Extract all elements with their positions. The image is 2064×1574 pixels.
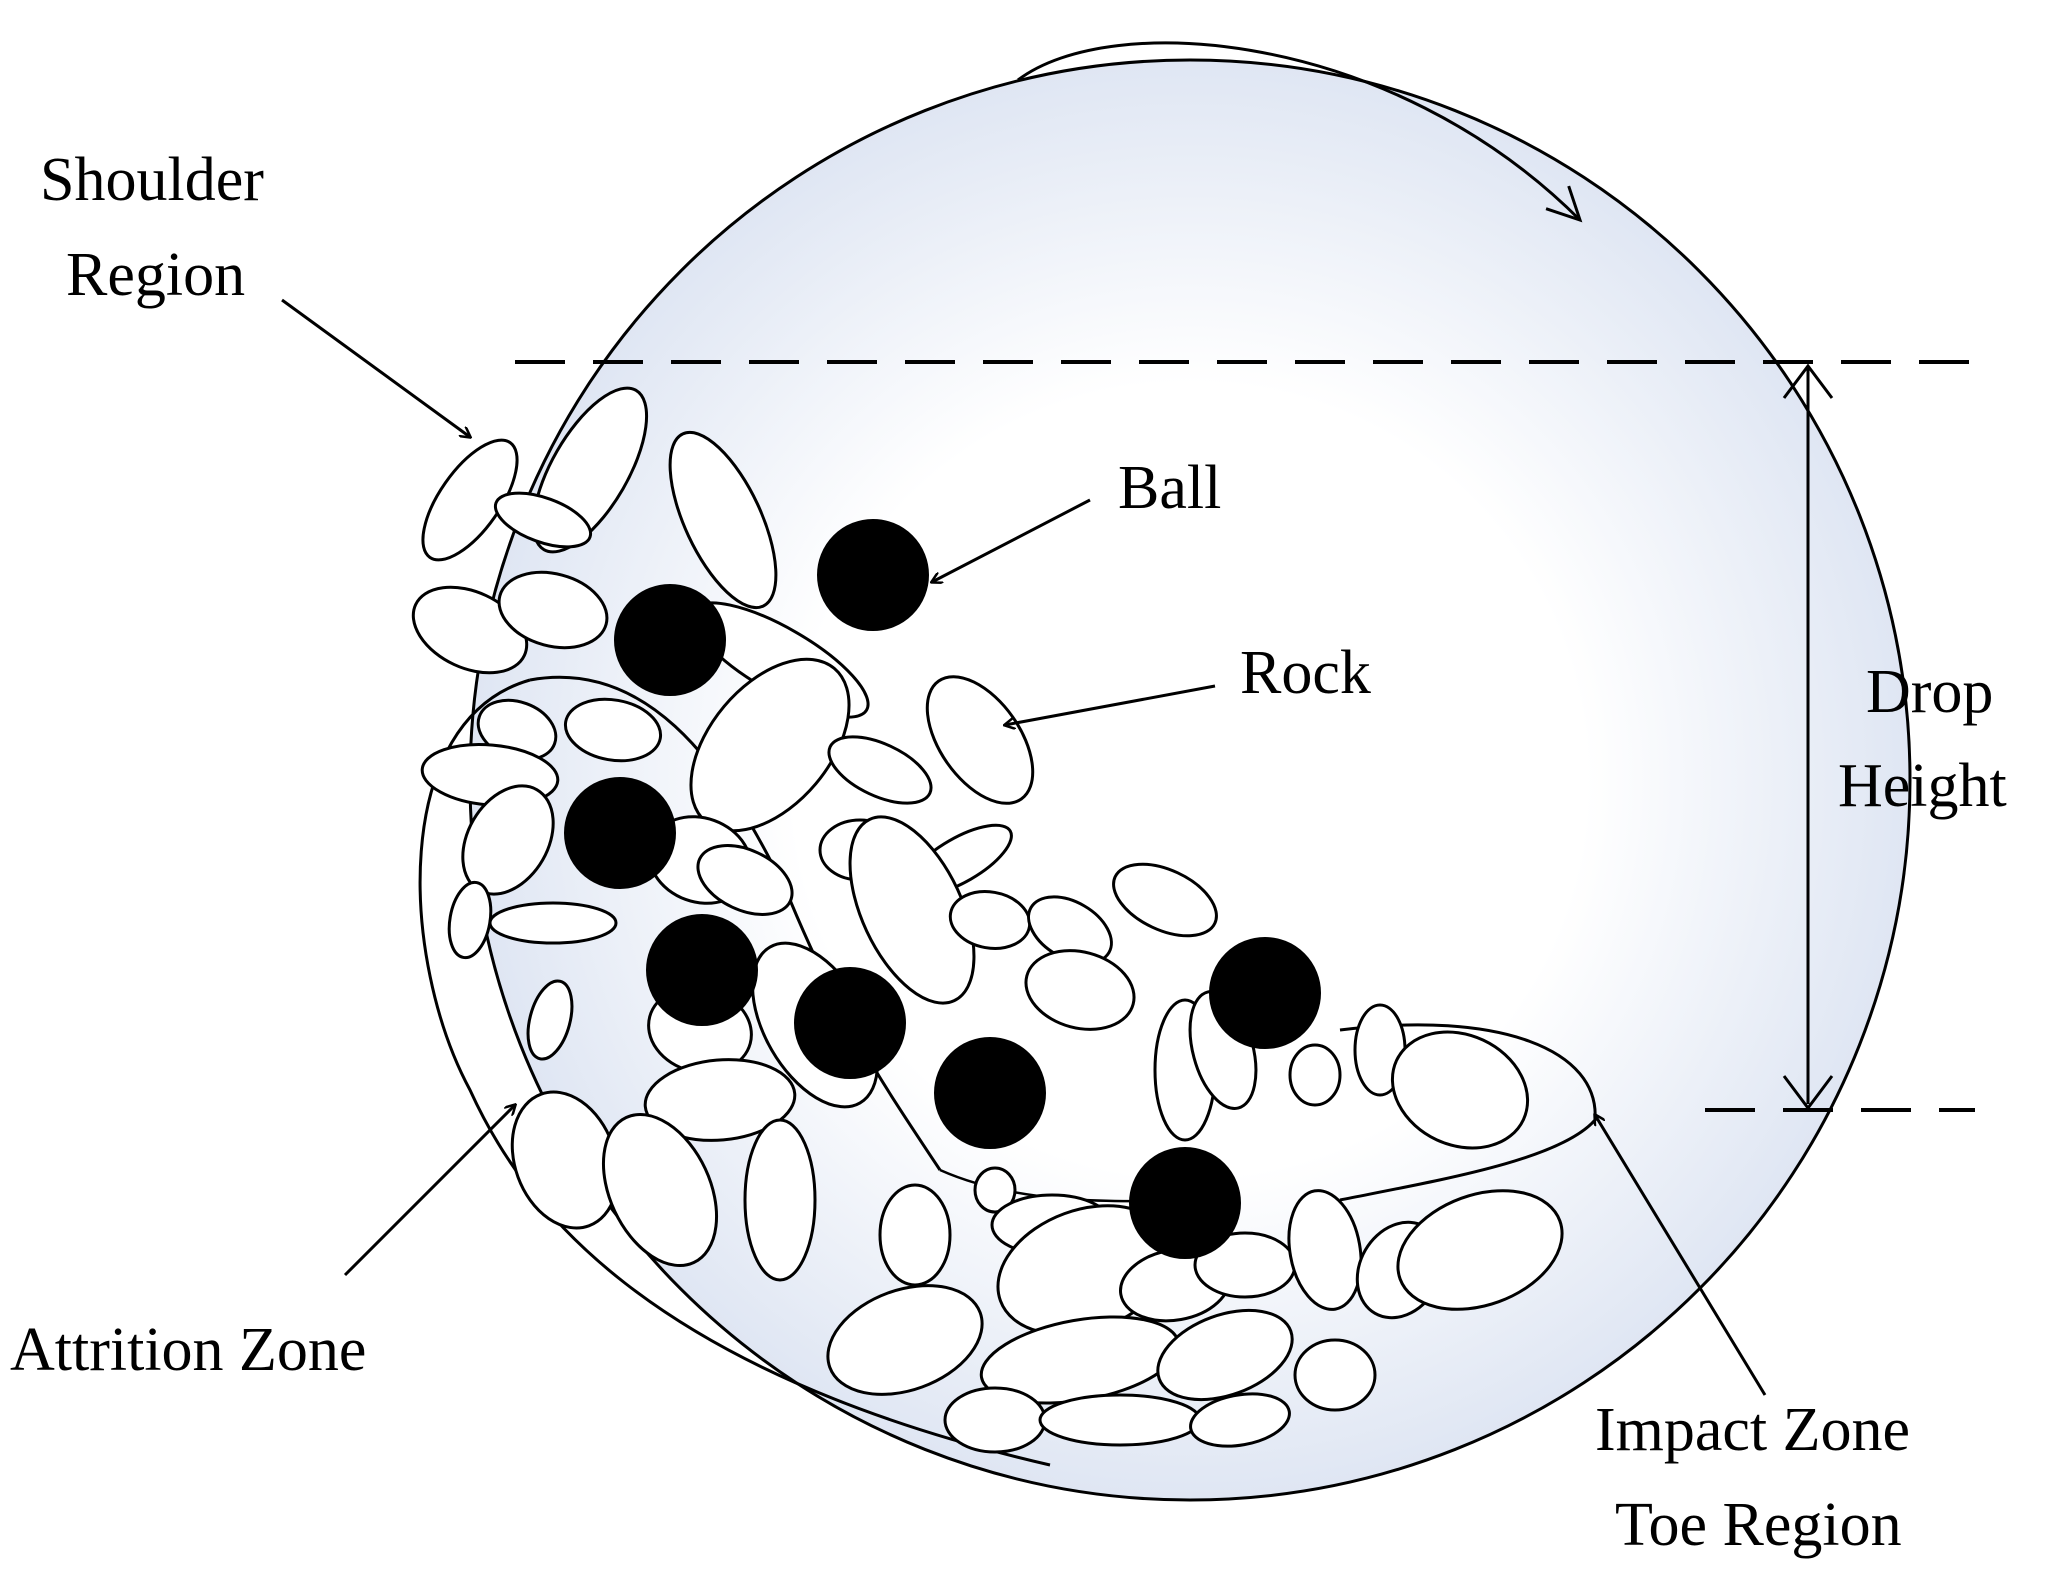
- rock: [488, 901, 618, 945]
- rock: [601, 1112, 719, 1268]
- ball: [646, 914, 758, 1026]
- ball: [1129, 1147, 1241, 1259]
- drop-height-label-line2: Height: [1838, 752, 2007, 820]
- rotation-arrow: [1017, 41, 1583, 223]
- shoulder-region-label-line1: Shoulder: [40, 146, 264, 214]
- rock: [1396, 1189, 1564, 1311]
- ball-label: Ball: [1118, 454, 1221, 522]
- drop-height-arrowhead-top: [1782, 363, 1834, 399]
- rock: [925, 675, 1035, 805]
- rock-label: Rock: [1240, 639, 1371, 707]
- rock: [493, 491, 593, 549]
- rock: [696, 844, 794, 916]
- rock: [668, 430, 778, 610]
- ball-leader: [932, 498, 1091, 582]
- ball: [614, 584, 726, 696]
- rock: [421, 438, 519, 562]
- ball: [817, 519, 929, 631]
- attrition-zone-label: Attrition Zone: [10, 1316, 366, 1384]
- rock: [1288, 1043, 1342, 1107]
- rock: [943, 1386, 1047, 1454]
- ball: [564, 777, 676, 889]
- ball: [794, 967, 906, 1079]
- rock-leader: [1005, 684, 1216, 725]
- rock: [447, 880, 493, 960]
- rock: [1024, 949, 1136, 1031]
- rock: [1287, 1189, 1363, 1311]
- attrition-leader: [343, 1105, 515, 1277]
- shoulder-leader: [281, 298, 470, 437]
- rock-group: [411, 386, 1564, 1454]
- rock: [878, 1183, 952, 1287]
- rock: [1112, 862, 1218, 938]
- shoulder-region-label-line2: Region: [66, 241, 245, 309]
- rock: [526, 979, 574, 1061]
- drop-height-label-line1: Drop: [1866, 658, 1993, 726]
- rock: [1390, 1030, 1530, 1150]
- drop-height-arrowhead-bottom: [1782, 1075, 1834, 1111]
- rock: [643, 1058, 797, 1142]
- rock: [973, 1166, 1017, 1214]
- ball: [1209, 937, 1321, 1049]
- ball: [934, 1037, 1046, 1149]
- impact-leader: [1595, 1115, 1767, 1396]
- toe-region-label-line2: Toe Region: [1615, 1491, 1902, 1559]
- rock: [497, 570, 609, 650]
- ball-group: [564, 519, 1321, 1259]
- rock: [1038, 1393, 1202, 1447]
- impact-zone-label-line1: Impact Zone: [1595, 1396, 1910, 1464]
- rock: [1293, 1338, 1377, 1412]
- rock: [743, 1118, 817, 1282]
- rock: [1156, 1308, 1294, 1402]
- rock: [848, 815, 976, 1005]
- rock: [1189, 1392, 1291, 1448]
- rock: [563, 697, 663, 763]
- rock: [827, 735, 933, 805]
- rock: [826, 1284, 984, 1396]
